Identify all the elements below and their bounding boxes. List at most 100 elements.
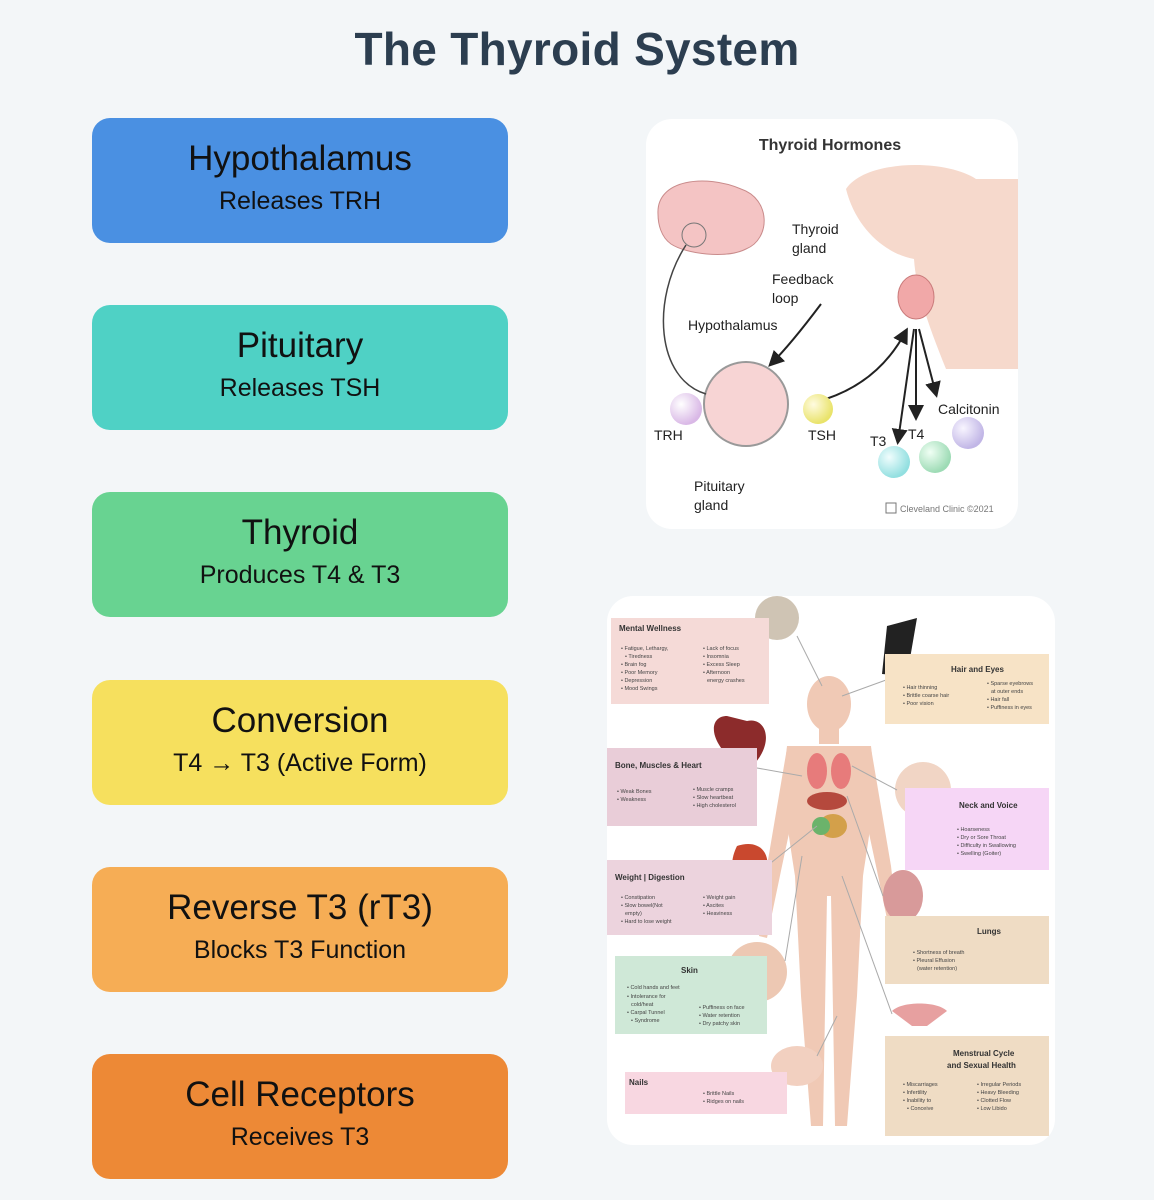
box-list: • Fatigue, Lethargy, • Tiredness • Brain… (621, 646, 745, 692)
box-title: Mental Wellness (619, 624, 682, 633)
symptom-item: • Ridges on nails (703, 1099, 744, 1105)
t3-ball (878, 446, 910, 478)
symptom-item: • Weak Bones (617, 789, 652, 795)
lungs-icon (883, 870, 923, 922)
thyroid-hormones-diagram: Thyroid Hormones Thyroid gland Feedback … (654, 137, 1018, 514)
symptom-item: empty) (625, 911, 642, 917)
thyroid-gland-label: Thyroid (792, 221, 839, 237)
symptom-item: • Slow bowel(Not (621, 903, 663, 909)
symptom-item: • Muscle cramps (693, 787, 734, 793)
step-desc: Blocks T3 Function (193, 936, 407, 964)
box-title: Weight | Digestion (615, 873, 685, 882)
tsh-label: TSH (808, 427, 836, 443)
tsh-arrow (825, 327, 908, 400)
uterus-icon (892, 1003, 947, 1026)
tsh-ball (803, 394, 833, 424)
neck-voice-box: Neck and Voice • Hoarseness • Dry or Sor… (905, 788, 1049, 870)
symptom-item: • Slow heartbeat (693, 795, 734, 801)
credit-label: Cleveland Clinic ©2021 (900, 504, 994, 514)
symptom-item: • Dry patchy skin (699, 1021, 740, 1027)
symptom-item: • Water retention (699, 1013, 740, 1019)
symptom-item: • Insomnia (703, 654, 730, 660)
symptom-item: • Ascites (703, 903, 724, 909)
symptom-item: • Carpal Tunnel (627, 1010, 665, 1016)
nails-box: Nails • Brittle Nails • Ridges on nails (625, 1072, 787, 1114)
symptom-item: • Dry or Sore Throat (957, 835, 1006, 841)
t3-label: T3 (870, 433, 887, 449)
symptom-item: • Puffiness in eyes (987, 705, 1032, 711)
pituitary-gland-label: gland (694, 497, 728, 513)
symptom-item: • Swelling (Goiter) (957, 851, 1001, 857)
symptoms-diagram: Mental Wellness • Fatigue, Lethargy, • T… (607, 596, 1049, 1136)
step-desc: Receives T3 (230, 1123, 370, 1151)
symptom-item: • Conceive (907, 1106, 933, 1112)
step-desc: T4 → T3 (Active Form) (173, 749, 427, 777)
symptom-item: • Miscarriages (903, 1082, 938, 1088)
trh-label: TRH (654, 427, 683, 443)
symptom-item: • Clotted Flow (977, 1098, 1011, 1104)
box-title: Nails (629, 1078, 649, 1087)
symptom-item: • Intolerance for (627, 994, 666, 1000)
step-name: Cell Receptors (185, 1075, 415, 1114)
symptom-item: • Irregular Periods (977, 1082, 1021, 1088)
thyroid-hormones-illustration: Thyroid Hormones Thyroid gland Feedback … (646, 119, 1018, 529)
symptom-item: • Excess Sleep (703, 662, 740, 668)
symptom-item: • Low Libido (977, 1106, 1007, 1112)
pituitary-zoom-circle (703, 361, 789, 447)
symptom-item: • Lack of focus (703, 646, 739, 652)
step-thyroid: Thyroid Produces T4 & T3 (92, 492, 508, 617)
step-pituitary: Pituitary Releases TSH (92, 305, 508, 430)
symptom-item: • Sparse eyebrows (987, 681, 1033, 687)
symptom-item: • High cholesterol (693, 803, 736, 809)
hair-eyes-box: Hair and Eyes • Hair thinning • Brittle … (885, 654, 1049, 724)
pituitary-gland-label: Pituitary (694, 478, 745, 494)
connector-lines (756, 635, 898, 1057)
hypothalamus-label: Hypothalamus (688, 317, 778, 333)
box-title: Skin (681, 966, 698, 975)
symptom-item: • Fatigue, Lethargy, (621, 646, 669, 652)
box-list: • Hair thinning • Brittle coarse hair • … (903, 681, 1033, 711)
symptom-item: (water retention) (917, 966, 957, 972)
symptom-item: • Pleural Effusion (913, 958, 955, 964)
box-title: Menstrual Cycle (953, 1049, 1015, 1058)
symptom-item: • Inability to (903, 1098, 931, 1104)
box-title: Lungs (977, 927, 1002, 936)
symptom-item: • Cold hands and feet (627, 985, 680, 991)
box-title: Bone, Muscles & Heart (615, 761, 702, 770)
step-reverse-t3: Reverse T3 (rT3) Blocks T3 Function (92, 867, 508, 992)
symptom-item: • Shortness of breath (913, 950, 964, 956)
step-hypothalamus: Hypothalamus Releases TRH (92, 118, 508, 243)
symptom-item: • Hair thinning (903, 685, 937, 691)
symptom-item: energy crashes (707, 678, 745, 684)
trh-ball (670, 393, 702, 425)
calcitonin-arrow (918, 328, 941, 398)
step-name: Pituitary (236, 326, 364, 365)
feedback-loop-label: Feedback (772, 271, 834, 287)
symptom-item: • Puffiness on face (699, 1005, 745, 1011)
symptom-item: • Brittle Nails (703, 1091, 735, 1097)
lungs-box: Lungs • Shortness of breath • Pleural Ef… (885, 916, 1049, 984)
brain-illustration (657, 180, 765, 255)
calcitonin-ball (952, 417, 984, 449)
step-name: Hypothalamus (188, 139, 412, 178)
symptom-item: • Poor Memory (621, 670, 658, 676)
box-list: • Shortness of breath • Pleural Effusion… (913, 950, 964, 972)
cleveland-clinic-logo (885, 502, 897, 514)
symptom-item: • Hair fall (987, 697, 1009, 703)
symptom-item: cold/heat (631, 1002, 654, 1008)
feedback-loop-label: loop (772, 290, 799, 306)
feedback-arrow (768, 303, 822, 367)
symptom-item: • Afternoon (703, 670, 730, 676)
feedback-curve (662, 244, 707, 395)
thyroid-gland-shape (897, 274, 935, 320)
box-title: Neck and Voice (959, 801, 1018, 810)
box-title: Hair and Eyes (951, 665, 1004, 674)
symptom-item: • Constipation (621, 895, 655, 901)
symptom-item: • Brittle coarse hair (903, 693, 949, 699)
step-conversion: Conversion T4 → T3 (Active Form) (92, 680, 508, 805)
symptom-item: • Mood Swings (621, 686, 658, 692)
box-list: • Cold hands and feet • Intolerance for … (627, 985, 745, 1027)
thyroid-gland-label: gland (792, 240, 826, 256)
step-cell-receptors: Cell Receptors Receives T3 (92, 1054, 508, 1179)
t4-ball (919, 441, 951, 473)
